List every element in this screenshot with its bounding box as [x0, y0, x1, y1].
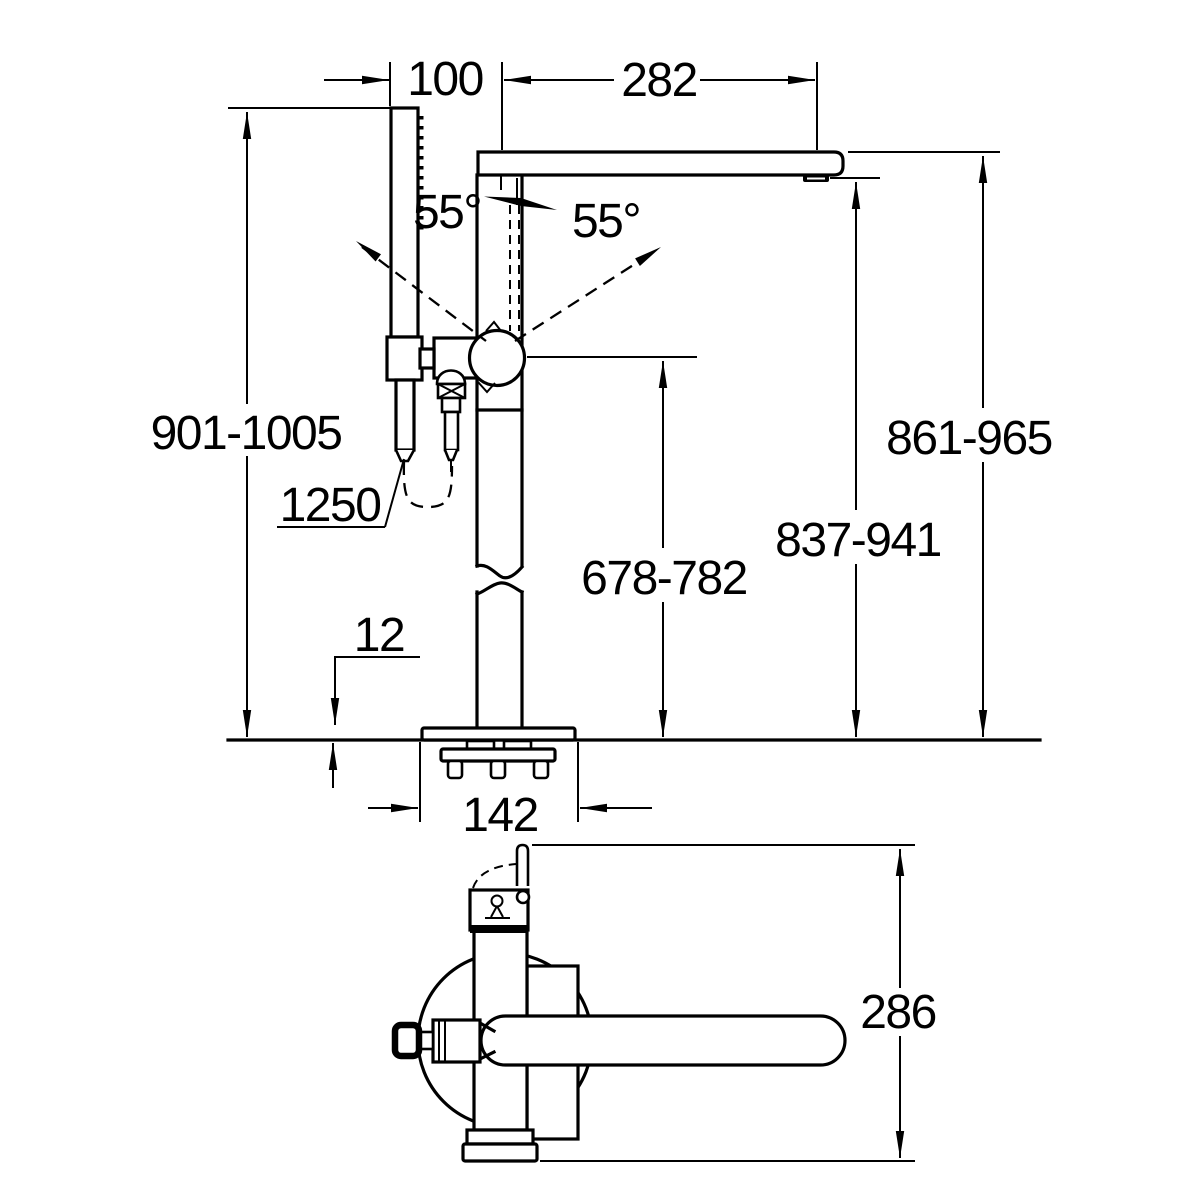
swivel-mark-upper [485, 320, 502, 332]
front-view [226, 62, 1042, 780]
hose-outlet-top-view [515, 889, 531, 905]
shower-handle-tip [394, 449, 416, 463]
rotation-arrow-left-half [484, 196, 521, 206]
dim-label-angle-left: 55° [413, 186, 481, 239]
shower-hose [402, 461, 454, 509]
spout [476, 150, 845, 177]
dim-label-spout-reach: 282 [621, 54, 697, 107]
handle-holder-top-view [431, 1018, 482, 1064]
valve-connector [418, 347, 436, 370]
mounting-bracket [439, 747, 557, 763]
bracket-leg-left [446, 759, 464, 780]
swivel-arrow-left [356, 241, 381, 262]
hand-shower [389, 106, 420, 339]
ball-joint [467, 328, 527, 388]
diverter-dome [435, 369, 467, 386]
swivel-line-left [361, 246, 487, 342]
base-plate [420, 726, 577, 742]
spout-taper-top [477, 1020, 497, 1034]
hand-shower-edge [470, 925, 528, 933]
rail-foot-upper [465, 1128, 535, 1146]
plan-view-dimensions: 286 [532, 844, 937, 1162]
dim-label-spout-top-height: 861-965 [886, 412, 1052, 465]
swivel-arrow-right [635, 247, 661, 266]
plan-view [391, 843, 847, 1163]
swivel-line-right [514, 252, 653, 342]
front-view-dimensions: 100 282 55° 55° 901-1005 861-965 837-941… [151, 53, 1054, 842]
swing-arc-top-view [472, 863, 517, 889]
pipe-break-lower [475, 581, 525, 596]
dim-label-handle-height: 678-782 [581, 552, 747, 605]
shower-handle [394, 378, 416, 452]
holder-icon-stand [490, 905, 504, 918]
rail-foot-lower [461, 1142, 539, 1163]
dim-label-handshower-offset: 100 [407, 53, 483, 106]
spout-top-view [479, 1014, 847, 1067]
diverter-stem-lower [443, 410, 460, 452]
dim-label-hose-length: 1250 [280, 479, 381, 532]
dim-label-spout-outlet-height: 837-941 [775, 514, 941, 567]
dim-label-plan-depth: 286 [860, 986, 936, 1039]
pipe-break-upper [474, 563, 525, 580]
hose-label-leader [384, 458, 405, 528]
diverter-stem-tip [443, 449, 459, 462]
bracket-leg-middle [489, 759, 507, 780]
rotation-arrow-right-half [521, 198, 557, 210]
shower-holder [385, 335, 424, 382]
bracket-leg-right [532, 759, 550, 780]
dim-label-angle-right: 55° [572, 195, 640, 248]
spout-riser-top-view [515, 843, 530, 886]
dim-label-base-plate-width: 142 [462, 789, 538, 842]
diverter-cross-2 [437, 383, 466, 399]
spout-taper-bottom [477, 1049, 497, 1062]
diverter-stem-upper [440, 396, 462, 414]
swivel-mark-lower [477, 381, 496, 394]
dim-label-base-plate-height: 12 [354, 609, 404, 662]
handle-knob-top-view [391, 1021, 423, 1060]
dim-label-overall-height: 901-1005 [151, 407, 342, 460]
